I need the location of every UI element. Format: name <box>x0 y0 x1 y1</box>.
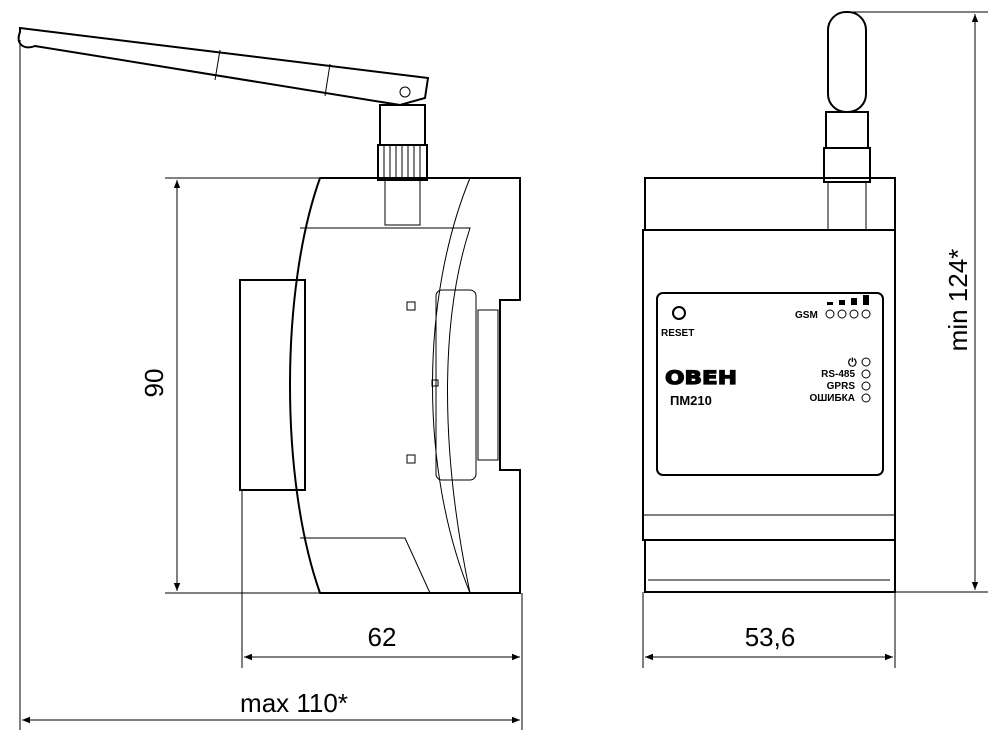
dim-height: 90 <box>139 369 169 398</box>
model-label: ПМ210 <box>670 393 712 408</box>
dim-max-depth: max 110* <box>240 688 348 718</box>
gsm-label: GSM <box>795 310 818 321</box>
side-view <box>17 26 521 594</box>
front-view: RESET GSM ОВЕН ПМ210 ⏻ RS-485 GPRS ОШИБК… <box>642 11 896 593</box>
housing <box>289 177 521 594</box>
reset-button[interactable] <box>672 306 686 320</box>
antenna-joint <box>379 104 426 146</box>
din-rail-block <box>239 279 306 491</box>
antenna-rod-front <box>827 11 867 113</box>
gsm-leds <box>825 309 871 319</box>
indicator-rs485: RS-485 <box>821 369 855 380</box>
power-icon: ⏻ <box>848 356 857 369</box>
dim-width: 53,6 <box>745 622 796 652</box>
reset-label: RESET <box>661 328 694 339</box>
brand-logo: ОВЕН <box>665 367 737 389</box>
dim-min-height: min 124* <box>943 249 973 352</box>
antenna-rod <box>17 26 430 107</box>
indicator-error: ОШИБКА <box>809 393 855 404</box>
dimension-lines <box>19 11 988 730</box>
front-panel <box>656 292 884 476</box>
gsm-signal-icon <box>827 295 869 305</box>
indicator-gprs: GPRS <box>827 381 856 392</box>
dim-depth: 62 <box>368 622 397 652</box>
